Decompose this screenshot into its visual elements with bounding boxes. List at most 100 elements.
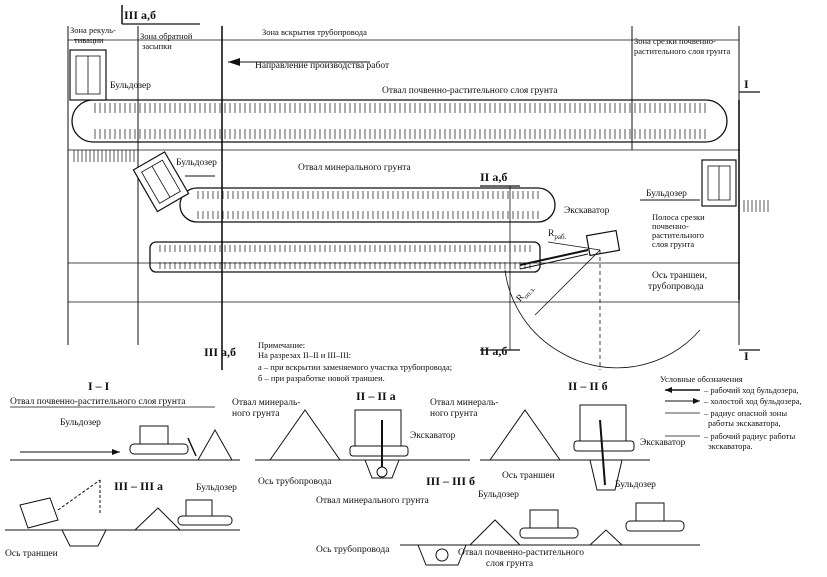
s2a-pipe-axis-label: Ось трубопровода — [258, 476, 332, 487]
s3a-bulldozer-label: Бульдозер — [196, 483, 237, 493]
s2b-mineral-line1: Отвал минераль- — [430, 398, 498, 408]
work-direction-arrowhead — [228, 58, 240, 66]
s3b-bulldozer1-label: Бульдозер — [478, 490, 519, 500]
strip-cut-line3: растительного — [652, 230, 704, 240]
topsoil-dump-hatching — [94, 103, 706, 139]
bulldozer-2-label: Бульдозер — [176, 158, 217, 168]
trench-hatching — [159, 245, 531, 269]
s1-topsoil-label: Отвал почвенно-растительного слоя грунта — [10, 397, 186, 407]
bulldozer-3-label: Бульдозер — [646, 189, 687, 199]
s2a-mineral-line1: Отвал минераль- — [232, 398, 300, 408]
section-3-bottom-label: III а,б — [204, 345, 236, 359]
s2a-mineral-pile — [269, 409, 341, 461]
s1-topsoil-pile — [197, 428, 233, 461]
zone-topsoil-cut-label: Зона срезки почвенно-растительного слоя … — [634, 36, 730, 56]
s3b-pipe-axis-label: Ось трубопровода — [316, 544, 390, 555]
zone-recultivation-line2: тивации — [74, 35, 104, 45]
s2a-title: II – II а — [356, 389, 396, 403]
s2b-excavator-icon — [573, 404, 635, 486]
s3b-topsoil-line2: слоя грунта — [486, 559, 534, 569]
s3a-trench — [61, 529, 107, 547]
s3a-title: III – III а — [114, 479, 163, 493]
s2b-trench-axis-label: Ось траншеи — [502, 471, 555, 481]
note-line1: На разрезах II–II и III–III: — [258, 350, 351, 360]
s2a-pipe — [376, 466, 388, 478]
s3b-mineral-pile — [468, 519, 522, 546]
s2a-trench — [364, 459, 400, 479]
s3a-bulldozer-icon — [177, 499, 233, 526]
trench-axis-label: Ось траншеи,трубопровода — [648, 271, 707, 292]
excavator-label: Экскаватор — [564, 206, 610, 216]
s2a-mineral-line2: ного грунта — [232, 409, 280, 419]
work-direction-label: Направление производства работ — [255, 60, 390, 71]
s3a-excavator-icon — [19, 479, 101, 529]
topsoil-dump-band — [71, 99, 728, 143]
s3b-trench — [417, 544, 467, 566]
s3b-mineral-label: Отвал минерального грунта — [316, 496, 430, 506]
s3b-topsoil-line1: Отвал почвенно-растительного — [458, 548, 584, 558]
section-1-bottom-label: I — [744, 349, 749, 363]
zone-recultivation-line1: Зона рекуль- — [70, 25, 116, 35]
zone-backfill-line1: Зона обратной — [140, 31, 193, 41]
s1-work-arrowhead — [112, 449, 120, 455]
s2a-excavator-icon — [349, 409, 409, 472]
s3a-pile — [133, 507, 182, 531]
trench-band — [149, 241, 541, 273]
r-danger-sub: оп.з. — [522, 285, 537, 301]
zone-recultivation-label: Зона рекуль-тивации — [70, 25, 116, 45]
bulldozer-plan-1 — [69, 49, 107, 101]
legend-item-3-line2: экскаватора. — [708, 441, 753, 451]
bulldozer-plan-2 — [132, 151, 190, 213]
r-work-label: Rраб. — [548, 229, 567, 241]
zone-topsoil-cut-line2: растительного слоя грунта — [634, 46, 730, 56]
section-2-bottom-label: II а,б — [480, 344, 507, 358]
legend-item-1: – холостой ход бульдозера, — [703, 396, 802, 406]
s1-bulldozer-label: Бульдозер — [60, 418, 101, 428]
legend-symbols — [665, 387, 700, 437]
s2b-trench — [589, 459, 623, 491]
s2b-mineral-label: Отвал минераль-ного грунта — [430, 398, 498, 419]
strip-cut-line2: почвенно- — [652, 221, 689, 231]
working-radius-line — [547, 241, 601, 251]
s3b-topsoil-pile — [588, 529, 624, 546]
r-work-sub: раб. — [554, 233, 566, 241]
trench-axis-line1: Ось траншеи, — [652, 271, 707, 281]
strip-cut-line1: Полоса срезки — [652, 212, 705, 222]
s2a-mineral-label: Отвал минераль-ного грунта — [232, 398, 300, 419]
s3a-trench-axis-label: Ось траншеи — [5, 549, 58, 559]
section-2-top-label: II а,б — [480, 170, 507, 184]
s3b-bulldozer1-icon — [519, 509, 579, 539]
note-title: Примечание: — [258, 340, 305, 350]
zone-topsoil-cut-line1: Зона срезки почвенно- — [634, 36, 716, 46]
s2a-excavator-label: Экскаватор — [410, 431, 456, 441]
note-line3: б – при разработке новой траншеи. — [258, 373, 385, 383]
bulldozer-plan-3 — [701, 159, 737, 207]
s2b-title: II – II б — [568, 379, 608, 393]
s2b-mineral-line2: ного грунта — [430, 409, 478, 419]
s3b-pipe — [435, 548, 449, 562]
section-1-top-label: I — [744, 77, 749, 91]
zone-backfill-line2: засыпки — [142, 41, 172, 51]
trench-axis-line2: трубопровода — [648, 281, 704, 292]
mineral-dump-band — [179, 187, 556, 223]
danger-zone-arc-bottom — [559, 329, 701, 369]
topsoil-dump-label: Отвал почвенно-растительного слоя грунта — [382, 86, 558, 96]
mineral-dump-label: Отвал минерального грунта — [298, 163, 412, 173]
mineral-dump-hatching — [197, 191, 539, 219]
s1-bulldozer-icon — [129, 425, 197, 457]
s1-title: I – I — [88, 379, 110, 393]
note-line2: а – при вскрытии заменяемого участка тру… — [258, 362, 452, 372]
bulldozer-1-label: Бульдозер — [110, 81, 151, 91]
danger-zone-arc-left — [504, 269, 561, 353]
s2b-excavator-label: Экскаватор — [640, 438, 686, 448]
danger-radius-line — [534, 249, 601, 316]
legend-title: Условные обозначения — [660, 374, 743, 384]
s3b-title: III – III б — [426, 474, 475, 488]
